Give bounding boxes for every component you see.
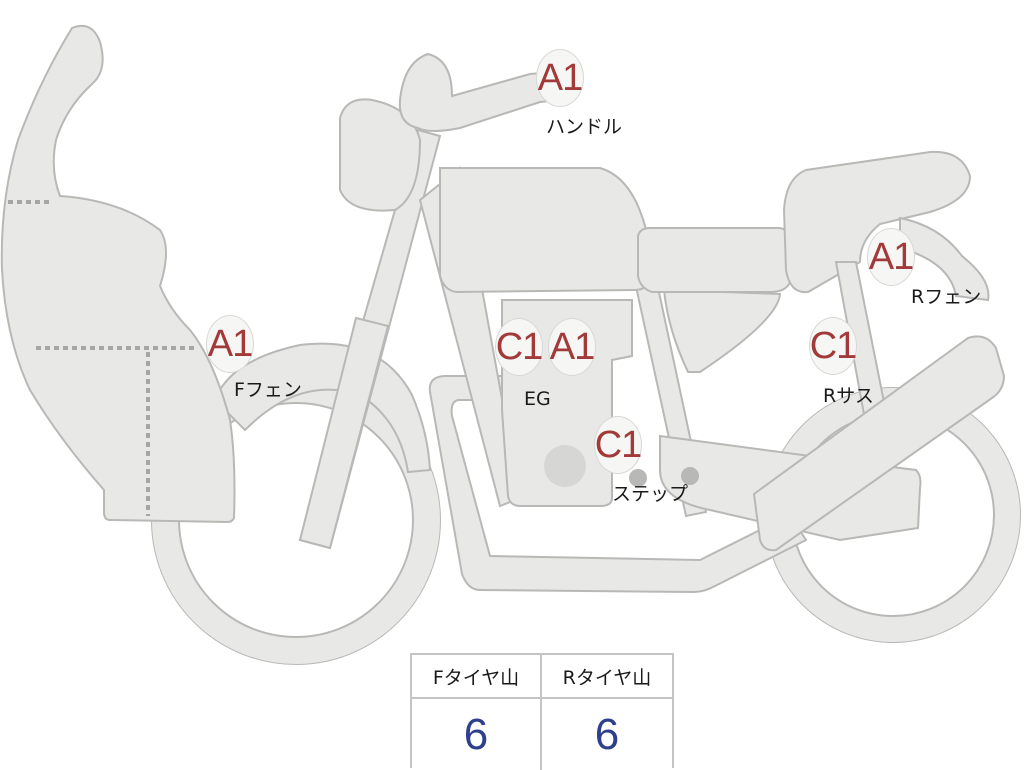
damage-marker-handle: A1 <box>536 49 584 107</box>
tail-cowl <box>782 150 972 294</box>
damage-marker-r-fender: A1 <box>867 228 915 286</box>
muffler <box>752 335 1006 552</box>
tire-tread-table: Fタイヤ山 Rタイヤ山 6 6 <box>410 653 674 770</box>
label-r-fender: Rフェン <box>911 286 982 308</box>
damage-marker-engine-c1: C1 <box>495 318 543 376</box>
damage-marker-r-suspension: C1 <box>809 317 857 375</box>
label-handle: ハンドル <box>546 116 623 138</box>
label-r-suspension: Rサス <box>823 385 874 407</box>
foot-peg-front <box>629 469 647 487</box>
label-f-fender: Fフェン <box>234 379 302 401</box>
engine-cover <box>544 445 586 487</box>
front-tire-tread-value: 6 <box>412 699 542 770</box>
front-tire-tread-header: Fタイヤ山 <box>412 655 542 699</box>
label-engine: EG <box>524 388 551 410</box>
rear-tire-tread-header: Rタイヤ山 <box>542 655 672 699</box>
fuel-tank <box>439 167 649 294</box>
headlight <box>339 98 422 212</box>
label-step: ステップ <box>612 483 689 505</box>
fork-guard <box>298 316 390 550</box>
foot-peg-rear <box>681 467 699 485</box>
damage-marker-engine-a1: A1 <box>548 318 596 376</box>
side-cover <box>662 288 782 373</box>
rear-fender <box>899 216 990 302</box>
frame-loop <box>428 375 808 594</box>
rear-tire-tread-value: 6 <box>594 709 620 759</box>
front-fairing <box>0 24 236 524</box>
damage-marker-step: C1 <box>594 416 642 474</box>
damage-marker-f-fender: A1 <box>206 315 254 373</box>
seat <box>637 227 791 293</box>
